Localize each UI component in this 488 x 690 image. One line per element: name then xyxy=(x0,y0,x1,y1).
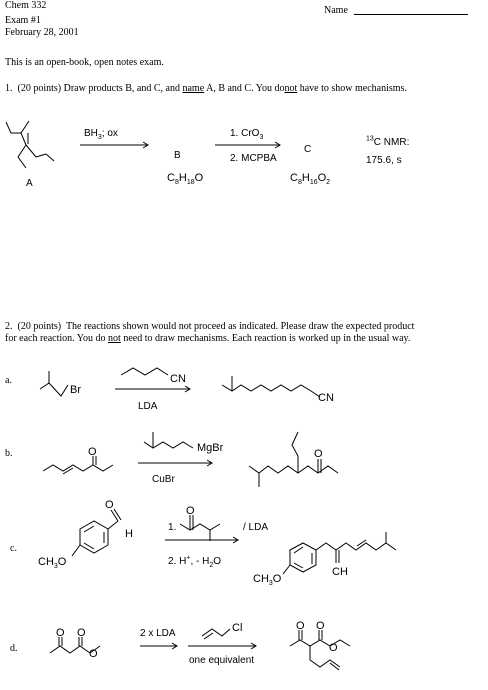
svg-text:O: O xyxy=(316,620,325,632)
structure-isobutyl-bromide: Br xyxy=(39,371,81,397)
course-title: Chem 332 xyxy=(5,0,47,11)
svg-text:O: O xyxy=(88,446,97,458)
structure-compound-a xyxy=(5,120,55,169)
question-2-prompt-line1: 2. (20 points) The reactions shown would… xyxy=(5,321,415,332)
structure-allyl-chloride: Cl xyxy=(201,622,242,640)
reagent-mcpba: 2. MCPBA xyxy=(230,153,277,164)
svg-text:O: O xyxy=(77,627,86,639)
arrowhead-c xyxy=(232,536,239,544)
name-field[interactable] xyxy=(354,14,468,15)
reaction-d-label: d. xyxy=(10,643,18,654)
formula-b: C8H18O xyxy=(167,172,204,187)
exam-instructions: This is an open-book, open notes exam. xyxy=(5,57,164,68)
svg-text:O: O xyxy=(314,448,323,460)
structure-hexenone: O xyxy=(42,446,114,475)
reagent-hydroboration: BH3; ox xyxy=(84,128,118,141)
nmr-label: 13C NMR: xyxy=(366,135,410,148)
svg-text:Cl: Cl xyxy=(232,622,242,634)
reagent-step1-c: 1. xyxy=(168,522,177,533)
svg-text:CN: CN xyxy=(318,392,334,404)
arrowhead-b xyxy=(206,459,213,467)
reagent-cubr: CuBr xyxy=(152,474,175,485)
arrowhead-1 xyxy=(142,141,149,149)
svg-text:CN: CN xyxy=(170,373,186,385)
question-1-prompt: 1. (20 points) Draw products B, and C, a… xyxy=(5,83,407,94)
label-product-b: B xyxy=(174,150,181,161)
svg-text:O: O xyxy=(186,505,195,517)
reagent-cro3: 1. CrO3 xyxy=(230,128,264,141)
reagent-2x-lda: 2 x LDA xyxy=(140,628,176,639)
nmr-value: 175.6, s xyxy=(366,155,402,166)
svg-text:O: O xyxy=(89,648,98,660)
structure-anisaldehyde: O H CH3O xyxy=(38,499,133,570)
structure-grignard: MgBr xyxy=(143,432,224,454)
exam-date: February 28, 2001 xyxy=(5,27,79,38)
question-2-prompt-line2: for each reaction. You do not need to dr… xyxy=(5,333,411,344)
structure-product-d: O O O xyxy=(289,620,351,671)
arrowhead-d1 xyxy=(171,642,178,650)
arrowhead-2 xyxy=(274,141,281,149)
reaction-a-label: a. xyxy=(5,375,12,386)
svg-text:O: O xyxy=(329,642,338,654)
svg-text:O: O xyxy=(296,620,305,632)
structure-product-c: CH CH3O xyxy=(253,532,397,587)
svg-text:CH3O: CH3O xyxy=(253,573,282,587)
svg-text:MgBr: MgBr xyxy=(197,442,224,454)
svg-text:Br: Br xyxy=(70,384,81,396)
svg-text:CH3O: CH3O xyxy=(38,556,67,570)
label-compound-a: A xyxy=(26,178,33,189)
structure-product-b: O xyxy=(248,431,339,487)
arrowhead-d2 xyxy=(250,642,257,650)
name-label: Name xyxy=(324,5,348,16)
reagent-lda-c: / LDA xyxy=(243,522,269,533)
reaction-b-label: b. xyxy=(5,448,13,459)
reaction-c-label: c. xyxy=(10,543,17,554)
arrowhead-a xyxy=(184,385,191,393)
reagent-lda-a: LDA xyxy=(138,401,158,412)
formula-c: C8H16O2 xyxy=(290,172,331,187)
svg-text:CH: CH xyxy=(332,566,348,578)
exam-number: Exam #1 xyxy=(5,15,41,26)
svg-text:O: O xyxy=(56,627,65,639)
structure-pentanenitrile: CN xyxy=(120,367,186,385)
structure-product-a: CN xyxy=(221,376,334,404)
reagent-step2-c: 2. H+, - H2O xyxy=(168,554,222,569)
svg-text:H: H xyxy=(125,528,133,540)
reagent-one-equivalent: one equivalent xyxy=(189,655,255,666)
label-product-c: C xyxy=(304,144,312,155)
structure-methyl-ketone: O xyxy=(179,505,221,541)
structure-methyl-acetoacetate: O O O xyxy=(49,627,101,660)
svg-text:O: O xyxy=(105,499,114,511)
